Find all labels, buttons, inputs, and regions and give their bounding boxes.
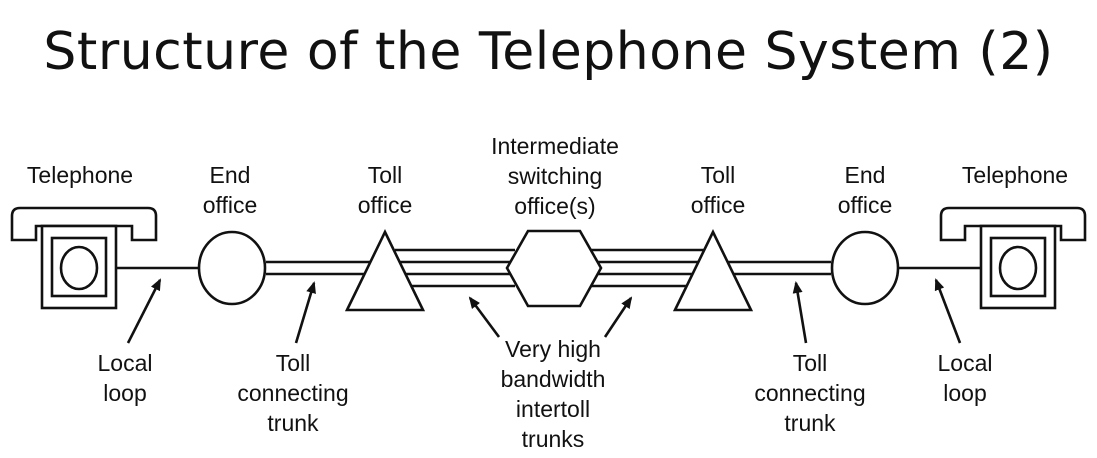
local-loop-left-label: Local loop [97, 350, 153, 406]
end-office-left-label: End office [202, 162, 258, 218]
very-high-bandwidth-label: Very high bandwidth intertoll trunks [500, 336, 606, 452]
end-office-right-node [830, 230, 900, 306]
end-office-right-label: End office [837, 162, 893, 218]
page-title: Structure of the Telephone System (2) [43, 22, 1054, 82]
intertoll-trunks-left-lines [395, 248, 515, 288]
toll-office-left-node [344, 229, 426, 312]
toll-connecting-trunk-right-lines [720, 260, 831, 276]
telephone-right-label: Telephone [961, 162, 1069, 188]
toll-connecting-trunk-left-label: Toll connecting trunk [237, 350, 349, 436]
toll-connecting-trunk-left-arrow [294, 281, 316, 344]
intertoll-trunks-right-lines [590, 248, 705, 288]
local-loop-right-arrow [934, 278, 962, 344]
local-loop-right-label: Local loop [937, 350, 993, 406]
toll-office-left-label: Toll office [357, 162, 413, 218]
toll-connecting-trunk-right-arrow [792, 281, 808, 344]
telephone-left-label: Telephone [26, 162, 134, 188]
toll-connecting-trunk-right-label: Toll connecting trunk [754, 350, 866, 436]
end-office-left-node [197, 230, 267, 306]
telephone-right-icon [939, 206, 1087, 310]
toll-office-right-label: Toll office [690, 162, 746, 218]
intermediate-switching-office-label: Intermediate switching office(s) [491, 133, 619, 219]
toll-connecting-trunk-left-lines [266, 260, 376, 276]
telephone-left-icon [10, 206, 158, 310]
intertoll-trunks-right-arrow [603, 296, 633, 338]
intermediate-switching-office-node [505, 229, 603, 308]
toll-office-right-node [672, 229, 754, 312]
local-loop-left-arrow [126, 278, 162, 344]
intertoll-trunks-left-arrow [468, 296, 501, 338]
